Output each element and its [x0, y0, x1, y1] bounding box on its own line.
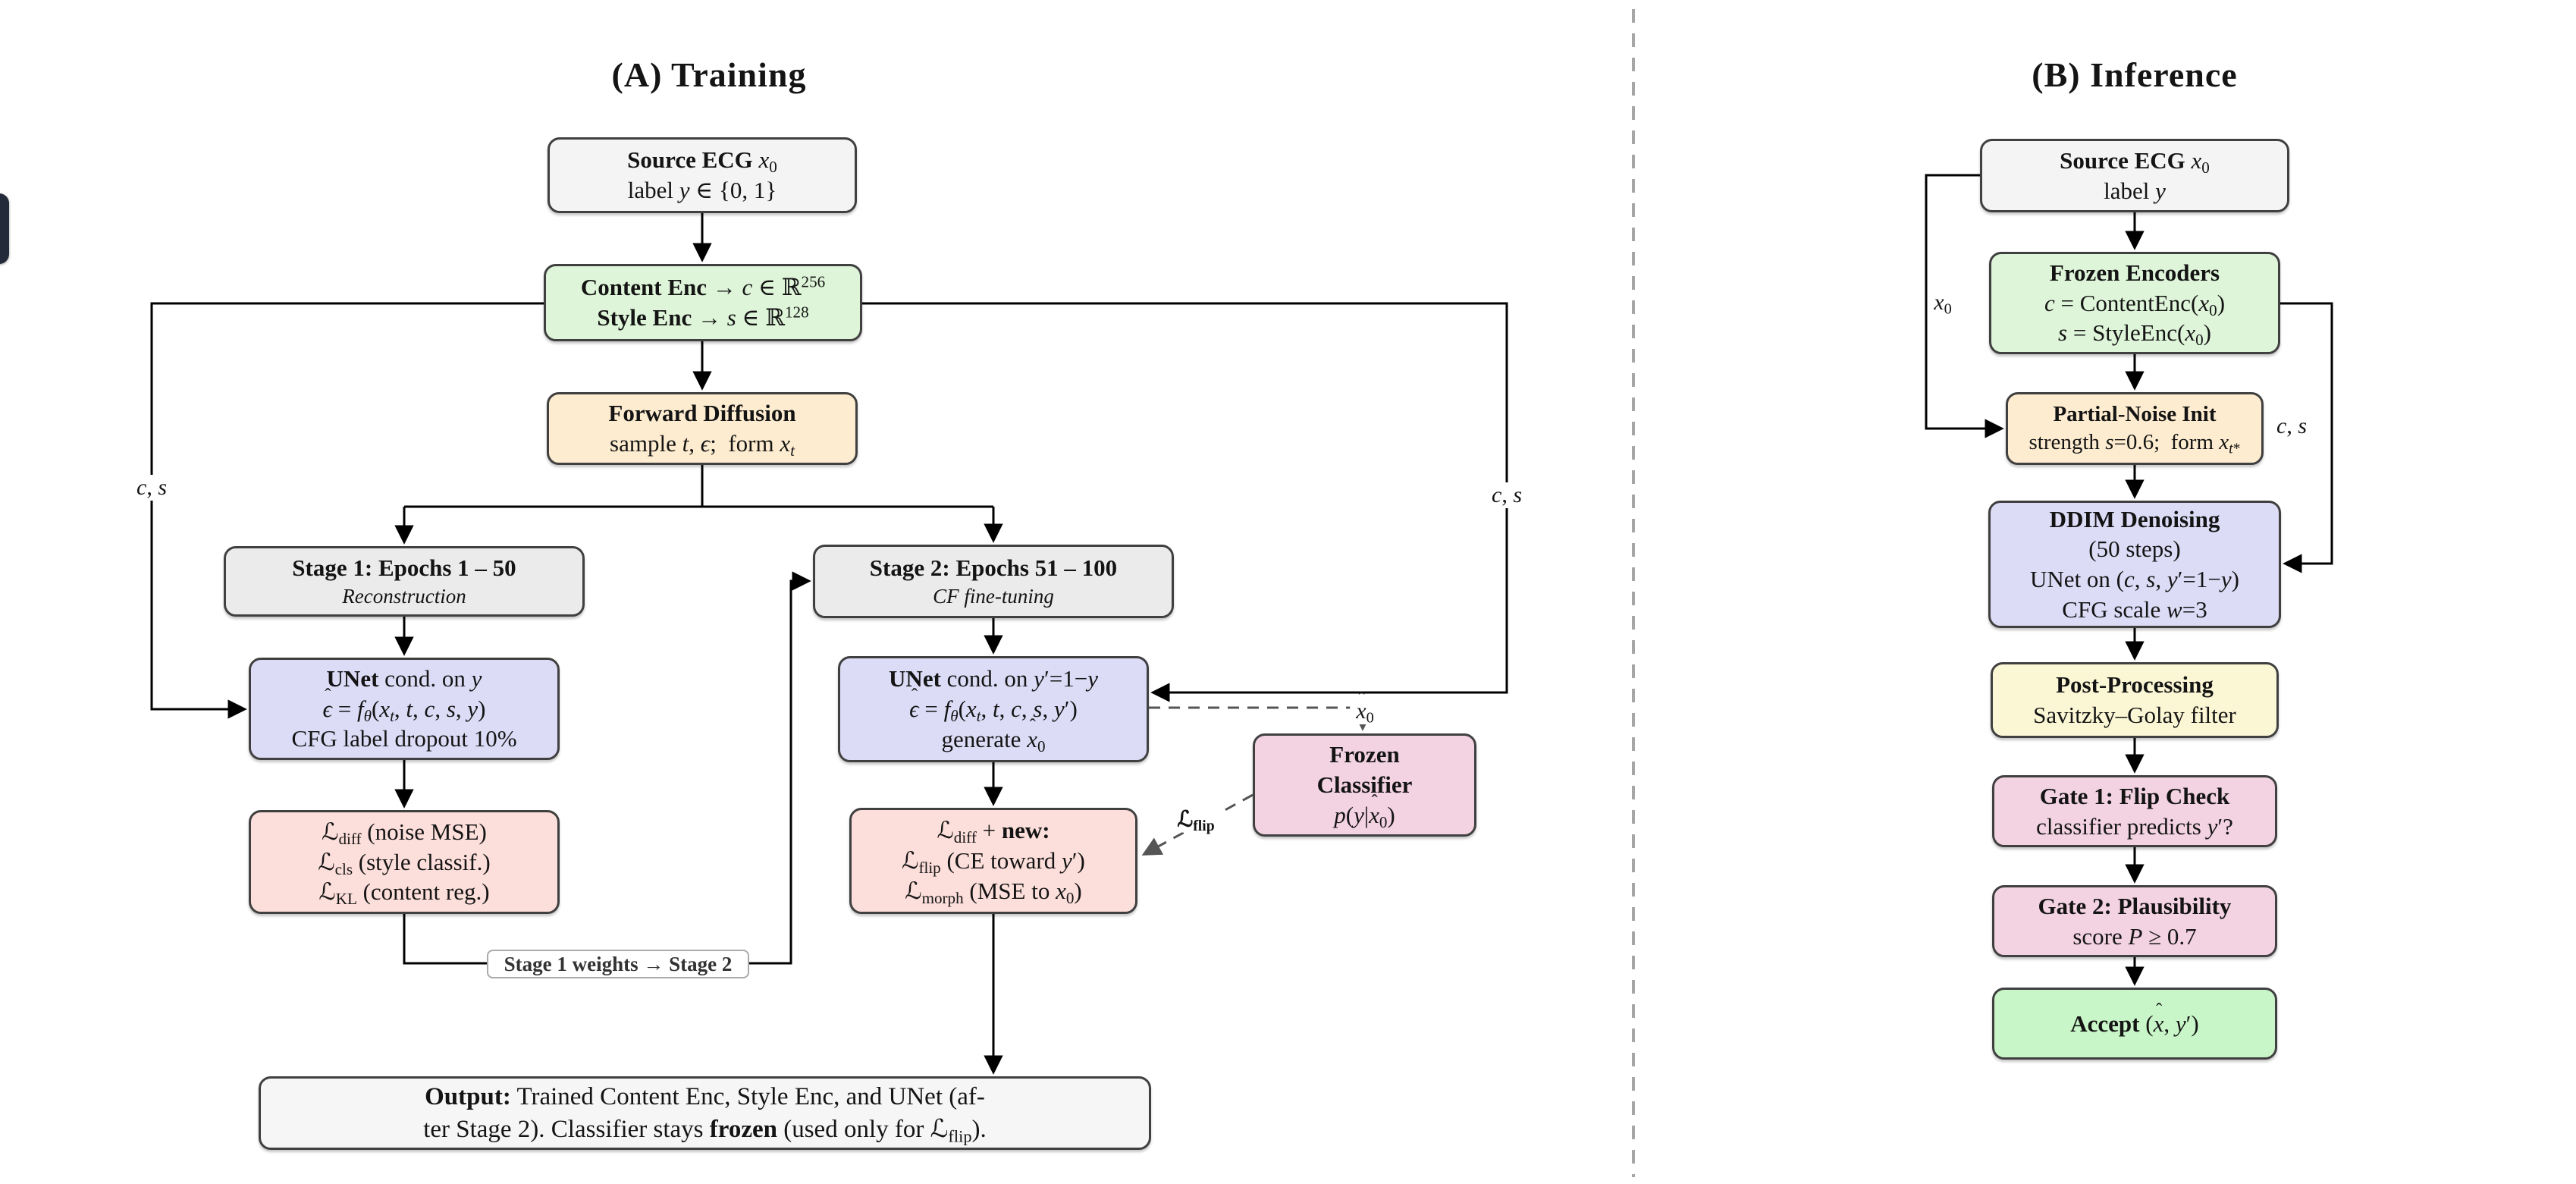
node-line: sample t, ϵ; form xt: [610, 430, 795, 460]
node-ddim-denoising: DDIM Denoising (50 steps) UNet on (c, s,…: [1988, 501, 2281, 628]
node-line: Accept (x, y′): [2070, 1009, 2198, 1039]
node-line: Partial-Noise Init: [2053, 401, 2217, 426]
node-line: Source ECG x0: [627, 146, 777, 177]
node-partial-noise-init: Partial-Noise Init strength s=0.6; form …: [2006, 392, 2264, 465]
node-line: DDIM Denoising: [2049, 505, 2220, 532]
node-stage1: Stage 1: Epochs 1 – 50 Reconstruction: [224, 546, 585, 617]
node-line: Frozen: [1329, 741, 1400, 768]
node-line: strength s=0.6; form xt*: [2028, 430, 2241, 457]
node-line: UNet cond. on y: [326, 664, 482, 692]
node-line: (50 steps): [2088, 535, 2181, 563]
inference-title: (B) Inference: [2032, 55, 2238, 94]
edge-label-cs-left: c, s: [130, 475, 174, 501]
edge-label-lflip: ℒflip: [1171, 806, 1221, 834]
node-line: Content Enc → c ∈ ℝ256: [580, 272, 826, 301]
node-line: CFG scale w=3: [2062, 595, 2207, 623]
edge-label-xhat0: x0: [1350, 699, 1380, 726]
node-unet-cond-flip: UNet cond. on y′=1−y ϵ = fθ(xt, t, c, s,…: [838, 656, 1149, 762]
node-line: ℒcls (style classif.): [318, 848, 491, 878]
node-line: CFG label dropout 10%: [291, 725, 517, 752]
edge-label-cs-b: c, s: [2270, 413, 2314, 439]
node-output: Output: Trained Content Enc, Style Enc, …: [259, 1076, 1151, 1150]
node-line: UNet cond. on y′=1−y: [889, 665, 1098, 692]
node-loss-stage1: ℒdiff (noise MSE) ℒcls (style classif.) …: [249, 810, 560, 914]
node-line: ϵ = fθ(xt, t, c, s, y′): [909, 694, 1078, 724]
node-line: label y: [2104, 177, 2166, 204]
node-stage-weights-note: Stage 1 weights → Stage 2: [487, 950, 749, 978]
node-source-ecg-training: Source ECG x0 label y ∈ {0, 1}: [548, 137, 857, 213]
node-line: ter Stage 2). Classifier stays frozen (u…: [423, 1115, 987, 1145]
node-line: Post-Processing: [2056, 671, 2214, 699]
node-gate2-plausibility: Gate 2: Plausibility score P ≥ 0.7: [1992, 885, 2277, 957]
node-loss-stage2: ℒdiff + new: ℒflip (CE toward y′) ℒmorph…: [849, 808, 1137, 914]
node-line: ℒflip (CE toward y′): [902, 847, 1085, 878]
node-line: classifier predicts y′?: [2036, 812, 2233, 840]
node-line: generate x0: [941, 724, 1045, 755]
node-forward-diffusion: Forward Diffusion sample t, ϵ; form xt: [547, 392, 858, 465]
node-encoders: Content Enc → c ∈ ℝ256 Style Enc → s ∈ ℝ…: [544, 264, 862, 341]
edge-label-cs-right: c, s: [1485, 482, 1529, 508]
edge-label-x0: x0: [1928, 290, 1958, 317]
node-line: ϵ = fθ(xt, t, c, s, y): [323, 694, 486, 724]
node-post-processing: Post-Processing Savitzky–Golay filter: [1991, 662, 2279, 738]
node-stage2: Stage 2: Epochs 51 – 100 CF fine-tuning: [813, 545, 1174, 618]
node-subtitle: Reconstruction: [342, 585, 466, 608]
node-line: s = StyleEnc(x0): [2058, 319, 2211, 350]
node-subtitle: CF fine-tuning: [933, 585, 1054, 608]
node-unet-cond-y: UNet cond. on y ϵ = fθ(xt, t, c, s, y) C…: [249, 658, 560, 760]
node-line: Frozen Encoders: [2049, 259, 2220, 286]
node-line: Classifier: [1316, 771, 1413, 799]
node-line: score P ≥ 0.7: [2072, 922, 2197, 950]
node-frozen-classifier: Frozen Classifier p(y|x0): [1253, 733, 1476, 837]
node-line: Stage 1: Epochs 1 – 50: [292, 554, 516, 582]
node-accept: Accept (x, y′): [1992, 988, 2277, 1060]
node-line: ℒdiff (noise MSE): [322, 818, 487, 848]
node-line: ℒdiff + new:: [937, 817, 1050, 847]
node-line: Source ECG x0: [2060, 146, 2210, 177]
node-line: Stage 2: Epochs 51 – 100: [869, 554, 1118, 582]
node-line: c = ContentEnc(x0): [2044, 289, 2226, 319]
node-line: Forward Diffusion: [608, 400, 796, 427]
node-line: Savitzky–Golay filter: [2033, 702, 2236, 728]
node-line: ℒKL (content reg.): [318, 878, 490, 909]
node-line: UNet on (c, s, y′=1−y): [2030, 566, 2239, 592]
node-line: Stage 1 weights → Stage 2: [504, 952, 733, 975]
node-line: Output: Trained Content Enc, Style Enc, …: [425, 1083, 985, 1111]
node-line: Gate 2: Plausibility: [2038, 892, 2232, 919]
training-title: (A) Training: [611, 55, 807, 94]
node-source-ecg-inference: Source ECG x0 label y: [1980, 139, 2289, 212]
node-line: Style Enc → s ∈ ℝ128: [597, 303, 809, 331]
browser-edge-pill[interactable]: [0, 193, 9, 264]
node-line: label y ∈ {0, 1}: [627, 177, 777, 203]
node-frozen-encoders: Frozen Encoders c = ContentEnc(x0) s = S…: [1989, 252, 2280, 354]
node-line: p(y|x0): [1334, 800, 1395, 831]
node-line: ℒmorph (MSE to x0): [905, 877, 1082, 907]
node-gate1-flip-check: Gate 1: Flip Check classifier predicts y…: [1992, 775, 2277, 847]
node-line: Gate 1: Flip Check: [2039, 782, 2230, 809]
